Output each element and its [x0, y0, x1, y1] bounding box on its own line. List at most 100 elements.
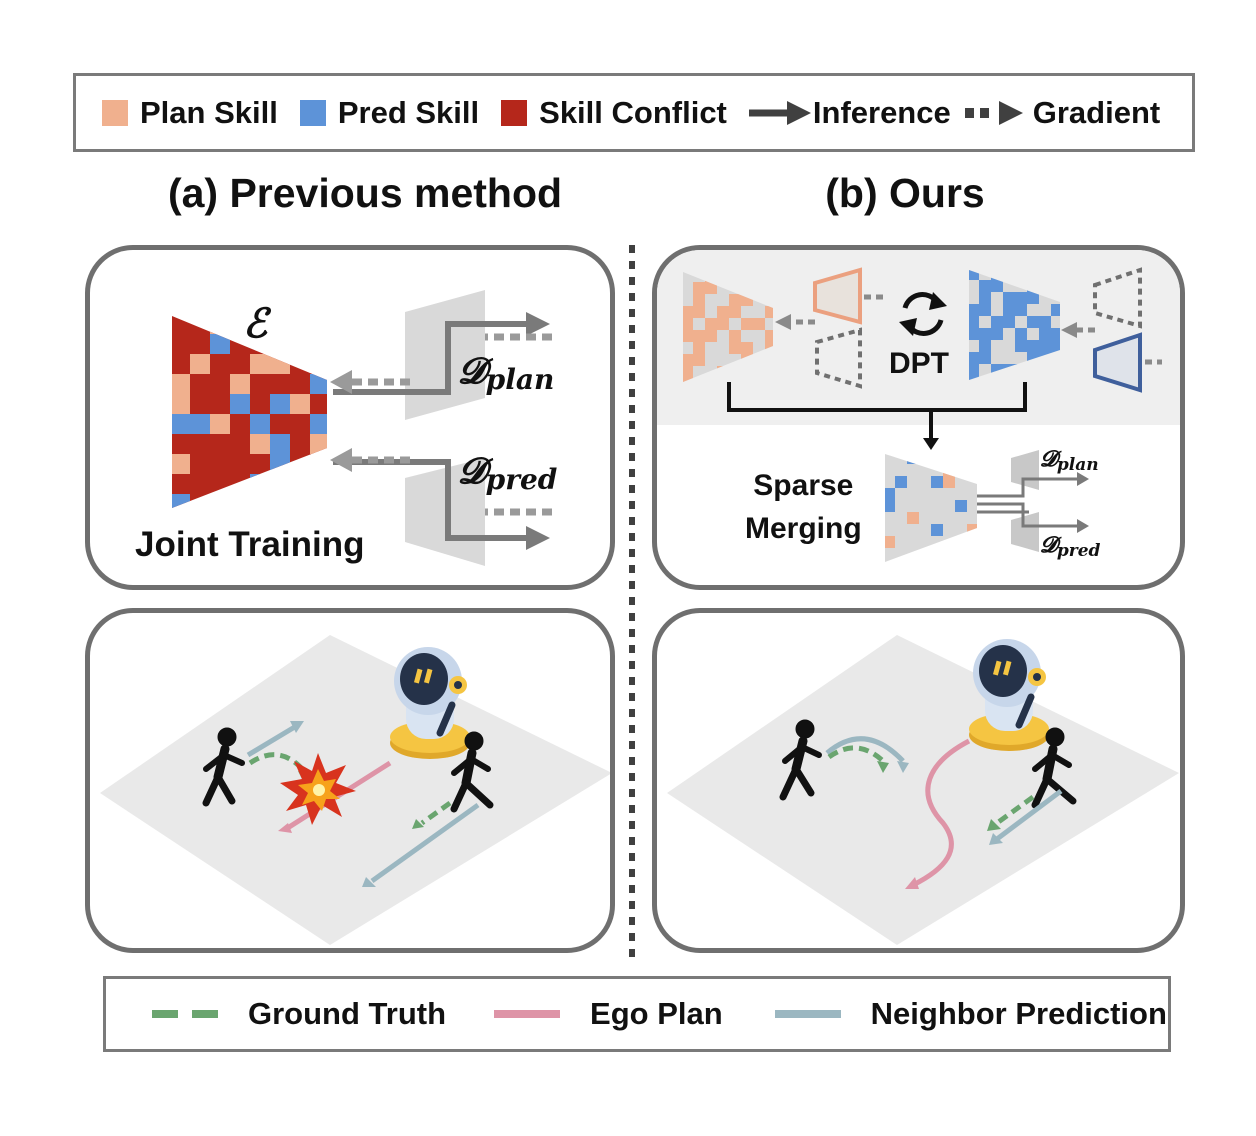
plan-skill-cell — [741, 318, 753, 330]
skill-cell — [310, 374, 327, 394]
plan-skill-cell — [683, 378, 693, 382]
skill-cell — [210, 316, 230, 334]
pred-skill-cell — [991, 328, 1003, 340]
skill-cell — [250, 474, 270, 494]
pred-skill-cell — [1027, 364, 1039, 376]
skill-cell — [172, 494, 190, 508]
solid-arrow-icon — [748, 100, 811, 125]
neighbor-line-swatch — [774, 1010, 841, 1018]
merged-skill-cell — [943, 464, 955, 476]
plan-skill-cell — [753, 318, 765, 330]
legend-neighbor-prediction-label: Neighbor Prediction — [870, 996, 1167, 1031]
skill-cell — [270, 454, 290, 474]
plan-skill-cell — [705, 318, 717, 330]
plan-skill-cell — [693, 294, 705, 306]
right-d-plan-label: 𝓓plan — [1040, 446, 1099, 475]
pred-skill-cell — [991, 270, 1003, 280]
pred-skill-cell — [1039, 328, 1051, 340]
pred-skill-cell — [979, 352, 991, 364]
skill-cell — [270, 434, 290, 454]
pred-skill-cell — [1039, 316, 1051, 328]
plan-decoder-dashed — [815, 327, 862, 389]
pred-skill-swatch — [299, 99, 326, 126]
merged-skill-cell — [943, 476, 955, 488]
pred-skill-cell — [979, 340, 991, 352]
pred-skill-cell — [1027, 340, 1039, 352]
skill-cell — [270, 354, 290, 374]
skill-cell — [250, 354, 270, 374]
plan-skill-cell — [705, 282, 717, 294]
plan-skill-cell — [741, 354, 753, 366]
bottom-legend: Ground Truth Ego Plan Neighbor Predictio… — [103, 976, 1171, 1052]
dpt-label: DPT — [889, 347, 949, 380]
skill-cell — [172, 394, 190, 414]
merged-skill-cell — [895, 476, 907, 488]
pred-skill-cell — [1003, 292, 1015, 304]
skill-cell — [270, 334, 290, 354]
pred-skill-cell — [1051, 364, 1060, 376]
left-driving-scene — [100, 635, 610, 945]
legend-gradient-label: Gradient — [1032, 94, 1161, 130]
plan-skill-cell — [693, 354, 705, 366]
ego-plan-line-swatch — [494, 1010, 561, 1018]
plan-skill-cell — [705, 330, 717, 342]
pred-skill-cell — [979, 280, 991, 292]
plan-skill-cell — [717, 318, 729, 330]
pred-skill-cell — [969, 270, 979, 280]
ground-plane — [667, 635, 1179, 945]
encoder-symbol: ℰ — [243, 300, 268, 347]
plan-skill-cell — [705, 272, 717, 282]
plan-skill-cell — [765, 342, 773, 354]
skill-cell — [310, 434, 327, 454]
dotted-arrow-icon — [964, 100, 1023, 125]
plan-skill-cell — [741, 366, 753, 378]
plan-skill-cell — [765, 282, 773, 294]
pred-skill-cell — [991, 280, 1003, 292]
pred-skill-cell — [1027, 316, 1039, 328]
plan-skill-cell — [683, 366, 693, 378]
plan-skill-swatch — [102, 99, 128, 126]
left-d-pred-label: 𝓓pred — [458, 450, 557, 496]
pred-skill-cell — [979, 292, 991, 304]
right-title: (b) Ours — [825, 170, 985, 216]
pred-skill-cell — [1051, 280, 1060, 292]
pred-skill-cell — [1027, 292, 1039, 304]
plan-skill-cell — [693, 330, 705, 342]
skill-cell — [310, 334, 327, 354]
pred-skill-cell — [1027, 352, 1039, 364]
skill-cell — [290, 316, 310, 334]
plan-decoder-outline — [813, 267, 862, 325]
pred-skill-cell — [1039, 270, 1051, 280]
pred-skill-cell — [969, 316, 979, 328]
skill-cell — [172, 454, 190, 474]
legend-inference: Inference — [748, 94, 951, 131]
joint-training-label: Joint Training — [135, 525, 365, 564]
plan-skill-cell — [693, 306, 705, 318]
merged-skill-cell — [931, 476, 943, 488]
skill-cell — [190, 354, 210, 374]
skill-cell — [290, 394, 310, 414]
skill-cell — [172, 374, 190, 394]
pred-skill-cell — [1039, 340, 1051, 352]
skill-cell — [310, 474, 327, 494]
skill-cell — [172, 414, 190, 434]
merged-skill-cell — [885, 488, 895, 500]
merging-label: Merging — [745, 512, 862, 545]
merge-plan-decoder — [1011, 450, 1039, 490]
pred-skill-cell — [991, 364, 1003, 376]
plan-skill-cell — [729, 272, 741, 282]
left-title: (a) Previous method — [167, 170, 563, 216]
plan-skill-cell — [693, 282, 705, 294]
merged-skill-cell — [931, 524, 943, 536]
right-d-plan-sub: plan — [1056, 455, 1099, 475]
skill-cell — [210, 414, 230, 434]
legend-inference-label: Inference — [812, 94, 951, 130]
plan-skill-cell — [753, 272, 765, 282]
pedestrian-icon — [450, 731, 494, 813]
pred-skill-cell — [969, 364, 979, 376]
legend-plan-skill-label: Plan Skill — [140, 94, 278, 130]
pred-skill-cell — [1051, 328, 1060, 340]
legend-ego-plan: Ego Plan — [494, 996, 723, 1032]
skill-cell — [270, 474, 290, 494]
pred-skill-cell — [969, 304, 979, 316]
